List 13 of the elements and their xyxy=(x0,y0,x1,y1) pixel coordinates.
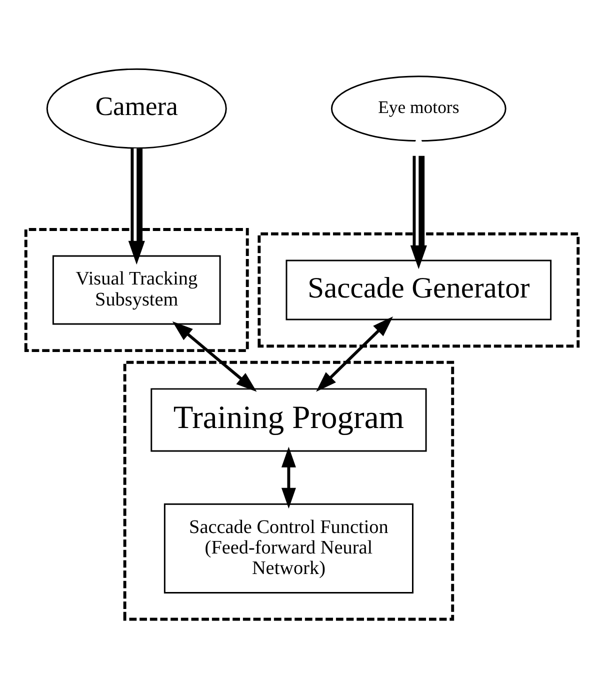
node-ellipse: Camera xyxy=(46,68,227,149)
node-box: Saccade Control Function (Feed-forward Neural Network) xyxy=(164,503,414,594)
cluster xyxy=(258,232,580,348)
node-ellipse: Eye motors xyxy=(330,76,506,142)
cluster xyxy=(123,360,454,621)
arrow xyxy=(281,446,296,509)
arrow xyxy=(172,321,257,392)
arrow xyxy=(316,316,393,392)
arrow xyxy=(128,148,145,265)
node-box: Saccade Generator xyxy=(286,260,552,320)
node-box: Visual Tracking Subsystem xyxy=(52,255,221,325)
cluster xyxy=(24,228,249,352)
node-box: Training Program xyxy=(150,388,427,452)
